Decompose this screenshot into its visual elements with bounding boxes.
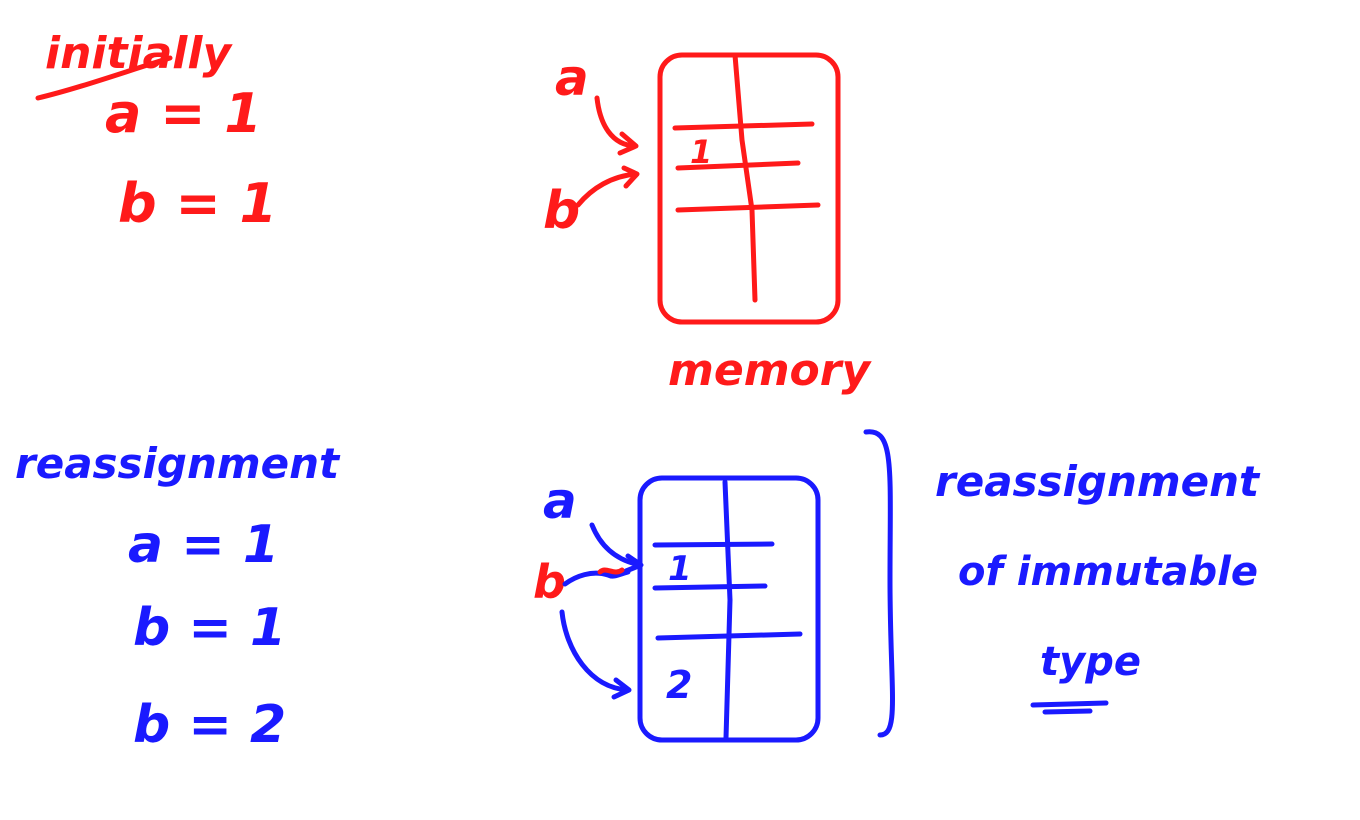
arrow-head-icon — [621, 165, 640, 189]
initial-line-b: b = 1 — [118, 172, 277, 235]
memory-box-top — [657, 52, 841, 325]
memory-row-line — [655, 631, 803, 641]
reassign-line-2: b = 1 — [133, 598, 286, 658]
pointer-label-b: b — [543, 181, 580, 241]
pointer-arrow-b-bottom — [559, 609, 631, 693]
initial-section: initially a = 1 b = 1 — [35, 28, 277, 235]
note-underline — [1030, 700, 1109, 708]
pointer-label-a: a — [555, 49, 589, 107]
memory-cell-2: 2 — [666, 663, 692, 707]
initial-heading: initially — [45, 28, 233, 79]
crossout-scribble — [597, 567, 625, 575]
arrow-head-icon — [611, 677, 632, 700]
note-underline — [1042, 708, 1093, 715]
memory-cell-value: 1 — [690, 133, 712, 171]
pointer-label-b-bottom: b — [533, 555, 566, 609]
memory-diagram-top: 1 a b memory — [543, 49, 872, 396]
reassign-line-1: a = 1 — [128, 515, 279, 575]
memory-box-bottom — [637, 475, 821, 743]
reassign-line-3: b = 2 — [133, 695, 286, 755]
note-line-1: reassignment — [935, 457, 1261, 506]
note-line-3: type — [1040, 639, 1141, 685]
heading-underline — [35, 55, 173, 101]
memory-cell-1: 1 — [668, 549, 692, 589]
memory-row-line — [672, 121, 815, 131]
bracket-shape — [863, 429, 895, 738]
memory-row-line — [652, 541, 775, 548]
memory-divider-top — [732, 52, 758, 303]
memory-divider-bottom — [722, 479, 733, 741]
note-section: reassignment of immutable type — [863, 429, 1261, 738]
arrow-head-icon — [617, 131, 639, 156]
pointer-arrow-a — [594, 95, 638, 149]
pointer-arrow-b — [575, 171, 639, 208]
memory-caption: memory — [668, 345, 872, 396]
arrow-head-icon — [623, 553, 644, 574]
pointer-label-a-bottom: a — [543, 472, 577, 530]
reassign-section: reassignment a = 1 b = 1 b = 2 — [15, 439, 341, 755]
old-pointer-scribble — [562, 569, 631, 587]
pointer-arrow-a-bottom — [589, 522, 643, 568]
initial-line-a: a = 1 — [105, 82, 262, 145]
reassign-heading: reassignment — [15, 439, 341, 488]
memory-row-line — [675, 160, 801, 171]
memory-row-line — [675, 202, 821, 213]
memory-diagram-bottom: 1 2 a b — [533, 472, 821, 743]
note-line-2: of immutable — [958, 549, 1258, 595]
memory-row-line — [652, 583, 768, 591]
